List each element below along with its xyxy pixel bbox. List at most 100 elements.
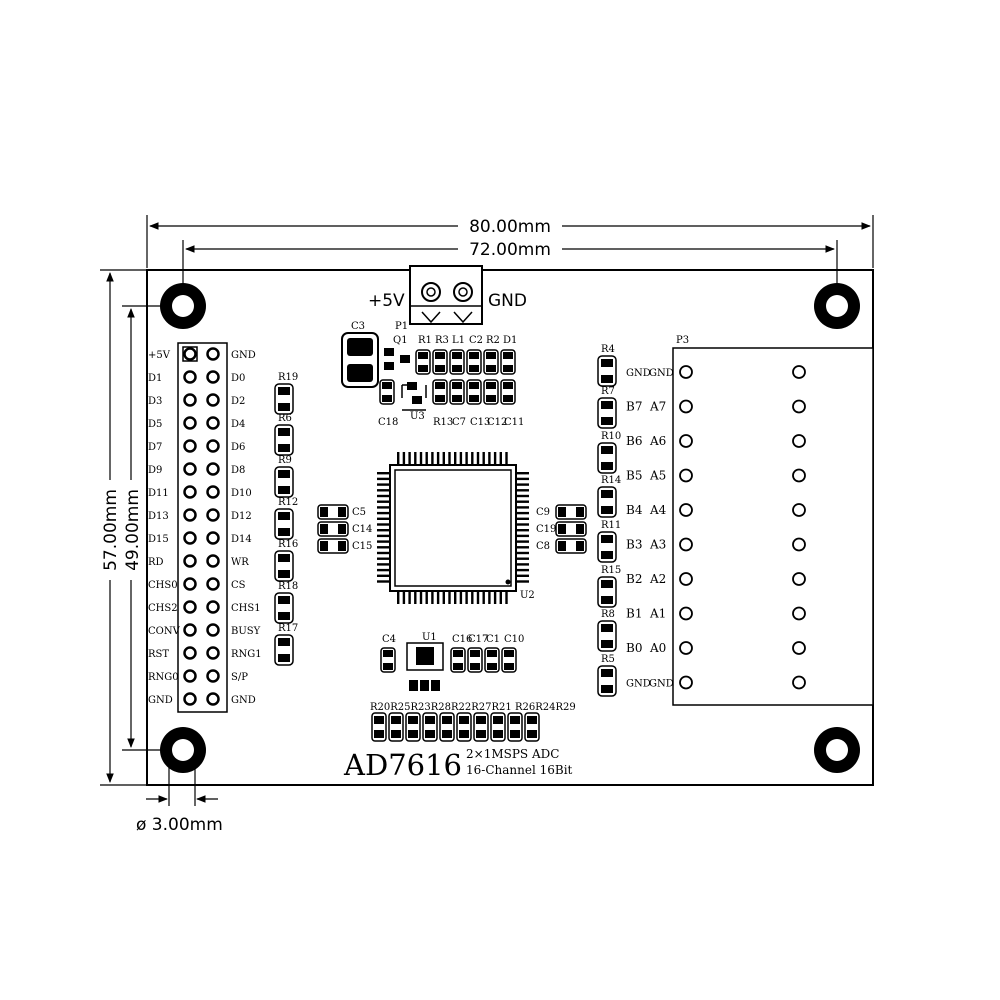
header-left-label: RST [148, 649, 169, 660]
header-pin [206, 508, 220, 522]
p3-a-label: A4 [649, 503, 667, 517]
header-pin [206, 600, 220, 614]
p3-b-label: GND [626, 679, 651, 690]
header-pin [206, 669, 220, 683]
mounting-hole [160, 727, 206, 773]
header-pin [183, 669, 197, 683]
header-left-label: D9 [148, 465, 162, 476]
width-inner-label: 72.00mm [469, 240, 551, 260]
resistor-r16 [274, 550, 294, 582]
capacitor-label-c15: C15 [352, 541, 372, 552]
header-right-label: RNG1 [231, 649, 262, 660]
header-left-label: GND [148, 695, 173, 706]
header-pin [206, 554, 220, 568]
component-label-c10: C10 [504, 634, 524, 645]
p3-pin [792, 468, 806, 483]
capacitor-c8 [555, 538, 587, 554]
resistor-r14 [597, 486, 617, 518]
capacitor-c9 [555, 504, 587, 520]
p3-a-label: A6 [649, 434, 666, 448]
capacitor-label-c14: C14 [352, 524, 372, 535]
component-label-c18: C18 [378, 417, 398, 428]
header-pin [183, 485, 197, 499]
header-pin [183, 393, 197, 407]
p3-pin [679, 434, 693, 448]
capacitor-c5 [317, 504, 349, 520]
header-pin [206, 646, 220, 660]
resistor-r15 [597, 576, 617, 608]
header-right-label: GND [231, 350, 256, 361]
smd-part [415, 349, 431, 375]
header-pin [206, 692, 220, 706]
p3-connector [672, 347, 874, 706]
resistor-r8 [597, 620, 617, 652]
smd-resistor [439, 712, 455, 742]
header-right-label: D2 [231, 396, 245, 407]
header-pin [206, 531, 220, 545]
power-terminal [409, 265, 483, 325]
component-label-u3: U3 [410, 411, 425, 422]
header-right-label: GND [231, 695, 256, 706]
resistor-r9 [274, 466, 294, 498]
capacitor-label-c8: C8 [536, 541, 550, 552]
header-pin [206, 439, 220, 453]
smd-part [379, 379, 395, 405]
p3-b-label: B6 [626, 434, 642, 448]
adc-ic-u2 [377, 452, 529, 604]
p3-a-label: A5 [649, 469, 666, 483]
board-subtitle-1: 2×1MSPS ADC [466, 747, 559, 761]
p3-b-label: B1 [626, 607, 642, 621]
resistor-label-r18: R18 [278, 581, 298, 592]
header-pin [206, 462, 220, 476]
resistor-label-r10: R10 [601, 431, 621, 442]
regulator-u1 [406, 642, 444, 691]
header-left-label: CHS0 [148, 580, 178, 591]
header-pin [206, 623, 220, 637]
capacitor-label-c19: C19 [536, 524, 556, 535]
header-pin [183, 531, 197, 545]
resistor-label-r11: R11 [601, 520, 621, 531]
header-left-label: D11 [148, 488, 169, 499]
header-right-label: CHS1 [231, 603, 261, 614]
component-label-r3: R3 [435, 335, 449, 346]
component-label-r13: R13 [433, 417, 453, 428]
resistor-label-r12: R12 [278, 497, 298, 508]
component-label-r2: R2 [486, 335, 500, 346]
header-right-label: D14 [231, 534, 252, 545]
header-pin [183, 692, 197, 706]
header-left-label: CONV [148, 626, 181, 637]
smd-part [466, 379, 482, 405]
p3-pin [679, 503, 693, 517]
p1-label: P1 [395, 321, 408, 332]
component-label-c12: C12 [487, 417, 507, 428]
smd-resistor [507, 712, 523, 742]
resistor-r12 [274, 508, 294, 540]
component-label-c16: C16 [452, 634, 472, 645]
header-right-label: CS [231, 580, 246, 591]
p3-pin [679, 537, 693, 552]
header-pin [183, 623, 197, 637]
header-left-label: RNG0 [148, 672, 179, 683]
smd-capacitor [484, 647, 500, 673]
p3-a-label: A3 [649, 538, 666, 552]
resistor-label-r5: R5 [601, 654, 615, 665]
smd-part [432, 379, 448, 405]
header-pin [206, 577, 220, 591]
smd-part [500, 379, 516, 405]
header-left-label: D13 [148, 511, 169, 522]
component-label-c7: C7 [452, 417, 466, 428]
dim-height-outer: 57.00mm [99, 269, 147, 786]
p3-b-label: B5 [626, 469, 642, 483]
header-pin [206, 370, 220, 384]
component-label-c1: C1 [486, 634, 500, 645]
ic-label-u2: U2 [520, 590, 535, 601]
p3-b-label: B3 [626, 538, 642, 552]
header-right-label: BUSY [231, 626, 261, 637]
smd-part [483, 349, 499, 375]
header-pin [183, 600, 197, 614]
dim-height-inner: 49.00mm [122, 305, 183, 751]
p3-pin [679, 606, 693, 621]
p3-pin [792, 641, 806, 655]
header-left-label: D3 [148, 396, 162, 407]
header-left-label: D5 [148, 419, 162, 430]
